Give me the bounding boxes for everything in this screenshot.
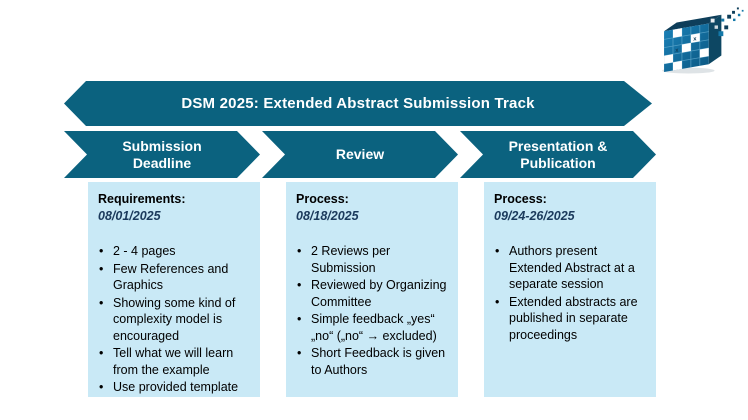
bullet-item: Reviewed by Organizing Committee: [296, 277, 448, 310]
content-box-submission-deadline: Requirements: 08/01/2025 2 - 4 pagesFew …: [88, 182, 260, 397]
chevron-label: Presentation & Publication: [508, 138, 608, 171]
bullet-list: Authors present Extended Abstract at a s…: [494, 243, 646, 343]
box-heading: Requirements:: [98, 192, 186, 206]
box-heading: Process:: [494, 192, 547, 206]
bullet-item: Use provided template: [98, 379, 250, 396]
bullet-item: Showing some kind of complexity model is…: [98, 295, 250, 345]
chevron-label: Submission Deadline: [122, 138, 202, 171]
bullet-item: 2 - 4 pages: [98, 243, 250, 260]
bullet-item: Short Feedback is given to Authors: [296, 345, 448, 378]
box-heading: Process:: [296, 192, 349, 206]
bullet-list: 2 - 4 pagesFew References and GraphicsSh…: [98, 243, 250, 396]
chevron-presentation-publication: Presentation & Publication: [460, 131, 656, 178]
dsm-cube-logo-svg: x x: [662, 7, 744, 74]
box-date: 09/24-26/2025: [494, 209, 575, 223]
bullet-item: Tell what we will learn from the example: [98, 345, 250, 378]
svg-text:x: x: [675, 47, 679, 54]
bullet-item: Authors present Extended Abstract at a s…: [494, 243, 646, 293]
slide-title: DSM 2025: Extended Abstract Submission T…: [181, 95, 535, 112]
bullet-item: Few References and Graphics: [98, 261, 250, 294]
chevron-label: Review: [335, 146, 385, 163]
bullet-item: Extended abstracts are published in sepa…: [494, 294, 646, 344]
bullet-list: 2 Reviews per SubmissionReviewed by Orga…: [296, 243, 448, 378]
box-date: 08/01/2025: [98, 209, 161, 223]
dsm-cube-logo-icon: x x: [656, 6, 744, 74]
content-box-presentation-publication: Process: 09/24-26/2025 Authors present E…: [484, 182, 656, 397]
bullet-item: Simple feedback „yes“ „no“ („no“ → exclu…: [296, 311, 448, 344]
bullet-item: 2 Reviews per Submission: [296, 243, 448, 276]
chevron-submission-deadline: Submission Deadline: [64, 131, 260, 178]
svg-text:x: x: [693, 36, 697, 43]
content-box-review: Process: 08/18/2025 2 Reviews per Submis…: [286, 182, 458, 397]
box-date: 08/18/2025: [296, 209, 359, 223]
title-banner: DSM 2025: Extended Abstract Submission T…: [64, 81, 652, 126]
chevron-review: Review: [262, 131, 458, 178]
